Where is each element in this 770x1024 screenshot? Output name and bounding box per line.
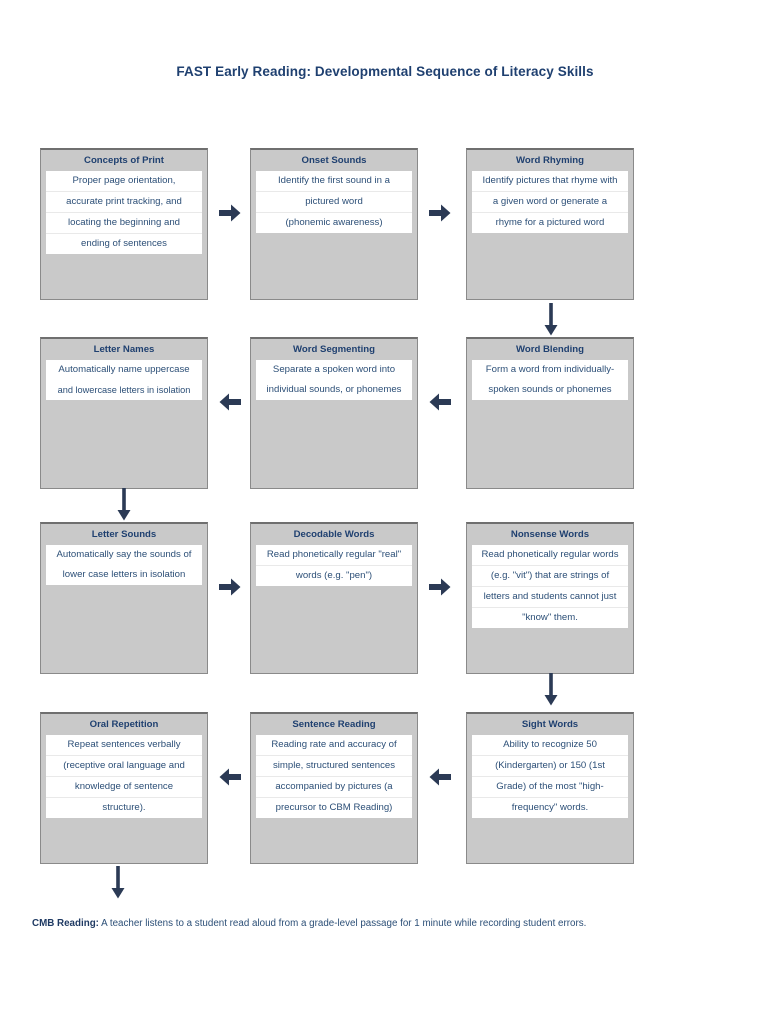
- page-title: FAST Early Reading: Developmental Sequen…: [176, 64, 594, 79]
- flow-box-word-segmenting[interactable]: Word Segmenting Separate a spoken word i…: [250, 337, 418, 489]
- box-line: structure).: [46, 798, 202, 818]
- box-title: Sentence Reading: [292, 719, 376, 730]
- box-line: Identify pictures that rhyme with: [472, 171, 628, 192]
- box-line: spoken sounds or phonemes: [472, 380, 628, 400]
- flow-box-nonsense-words[interactable]: Nonsense Words Read phonetically regular…: [466, 522, 634, 674]
- box-line: Automatically say the sounds of: [46, 545, 202, 565]
- box-title: Word Blending: [515, 344, 585, 355]
- flow-box-letter-names[interactable]: Letter Names Automatically name uppercas…: [40, 337, 208, 489]
- arrow-down-icon: [543, 673, 559, 706]
- arrow-left-icon: [219, 393, 241, 411]
- box-title: Word Rhyming: [515, 155, 585, 166]
- flow-box-oral-repetition[interactable]: Oral Repetition Repeat sentences verball…: [40, 712, 208, 864]
- box-title: Decodable Words: [293, 529, 375, 540]
- arrow-left-icon: [219, 768, 241, 786]
- box-body: Form a word from individually- spoken so…: [472, 360, 628, 400]
- flow-box-word-blending[interactable]: Word Blending Form a word from individua…: [466, 337, 634, 489]
- box-body: Automatically say the sounds of lower ca…: [46, 545, 202, 585]
- box-line: and lowercase letters in isolation: [46, 380, 202, 400]
- flow-box-word-rhyming[interactable]: Word Rhyming Identify pictures that rhym…: [466, 148, 634, 300]
- box-line: knowledge of sentence: [46, 777, 202, 798]
- box-body: Read phonetically regular "real" words (…: [256, 545, 412, 586]
- arrow-right-icon: [429, 204, 451, 222]
- box-line: pictured word: [256, 192, 412, 213]
- box-line: letters and students cannot just: [472, 587, 628, 608]
- box-title: Letter Sounds: [91, 529, 157, 540]
- box-title: Nonsense Words: [510, 529, 590, 540]
- cmb-reading-text: A teacher listens to a student read alou…: [98, 918, 587, 929]
- flow-box-sentence-reading[interactable]: Sentence Reading Reading rate and accura…: [250, 712, 418, 864]
- arrow-right-icon: [429, 578, 451, 596]
- box-line: rhyme for a pictured word: [472, 213, 628, 233]
- box-line: Reading rate and accuracy of: [256, 735, 412, 756]
- box-body: Separate a spoken word into individual s…: [256, 360, 412, 400]
- box-body: Proper page orientation, accurate print …: [46, 171, 202, 254]
- box-line: lower case letters in isolation: [46, 565, 202, 585]
- flow-box-decodable-words[interactable]: Decodable Words Read phonetically regula…: [250, 522, 418, 674]
- box-line: Separate a spoken word into: [256, 360, 412, 380]
- box-title: Word Segmenting: [293, 344, 375, 355]
- box-line: precursor to CBM Reading): [256, 798, 412, 818]
- box-line: Read phonetically regular words: [472, 545, 628, 566]
- box-body: Read phonetically regular words (e.g. "v…: [472, 545, 628, 628]
- arrow-left-icon: [429, 768, 451, 786]
- box-line: Identify the first sound in a: [256, 171, 412, 192]
- arrow-down-icon: [110, 866, 126, 899]
- flow-box-concepts-of-print[interactable]: Concepts of Print Proper page orientatio…: [40, 148, 208, 300]
- box-line: ending of sentences: [46, 234, 202, 254]
- box-line: (e.g. "vit") that are strings of: [472, 566, 628, 587]
- box-line: Read phonetically regular "real": [256, 545, 412, 566]
- box-line: locating the beginning and: [46, 213, 202, 234]
- box-line: words (e.g. "pen"): [256, 566, 412, 586]
- box-body: Ability to recognize 50 (Kindergarten) o…: [472, 735, 628, 818]
- box-line: Proper page orientation,: [46, 171, 202, 192]
- box-title: Oral Repetition: [89, 719, 159, 730]
- box-body: Identify the first sound in a pictured w…: [256, 171, 412, 233]
- box-line: Automatically name uppercase: [46, 360, 202, 380]
- box-line: "know" them.: [472, 608, 628, 628]
- box-body: Identify pictures that rhyme with a give…: [472, 171, 628, 233]
- box-title: Letter Names: [93, 344, 155, 355]
- arrow-down-icon: [116, 488, 132, 521]
- box-line: Repeat sentences verbally: [46, 735, 202, 756]
- cmb-reading-caption: CMB Reading: A teacher listens to a stud…: [32, 917, 732, 931]
- box-line: simple, structured sentences: [256, 756, 412, 777]
- box-line: (phonemic awareness): [256, 213, 412, 233]
- box-line: (receptive oral language and: [46, 756, 202, 777]
- cmb-reading-label: CMB Reading:: [32, 918, 99, 929]
- box-line: Ability to recognize 50: [472, 735, 628, 756]
- box-line: Form a word from individually-: [472, 360, 628, 380]
- box-title: Onset Sounds: [301, 155, 367, 166]
- box-line: accompanied by pictures (a: [256, 777, 412, 798]
- box-line: a given word or generate a: [472, 192, 628, 213]
- flow-box-letter-sounds[interactable]: Letter Sounds Automatically say the soun…: [40, 522, 208, 674]
- arrow-right-icon: [219, 204, 241, 222]
- box-line: (Kindergarten) or 150 (1st: [472, 756, 628, 777]
- flow-box-onset-sounds[interactable]: Onset Sounds Identify the first sound in…: [250, 148, 418, 300]
- box-title: Sight Words: [521, 719, 579, 730]
- box-line: frequency" words.: [472, 798, 628, 818]
- arrow-left-icon: [429, 393, 451, 411]
- arrow-right-icon: [219, 578, 241, 596]
- box-body: Automatically name uppercase and lowerca…: [46, 360, 202, 400]
- arrow-down-icon: [543, 303, 559, 336]
- flow-box-sight-words[interactable]: Sight Words Ability to recognize 50 (Kin…: [466, 712, 634, 864]
- box-title: Concepts of Print: [84, 155, 164, 166]
- box-line: accurate print tracking, and: [46, 192, 202, 213]
- box-line: individual sounds, or phonemes: [256, 380, 412, 400]
- box-line: Grade) of the most "high-: [472, 777, 628, 798]
- box-body: Repeat sentences verbally (receptive ora…: [46, 735, 202, 818]
- box-body: Reading rate and accuracy of simple, str…: [256, 735, 412, 818]
